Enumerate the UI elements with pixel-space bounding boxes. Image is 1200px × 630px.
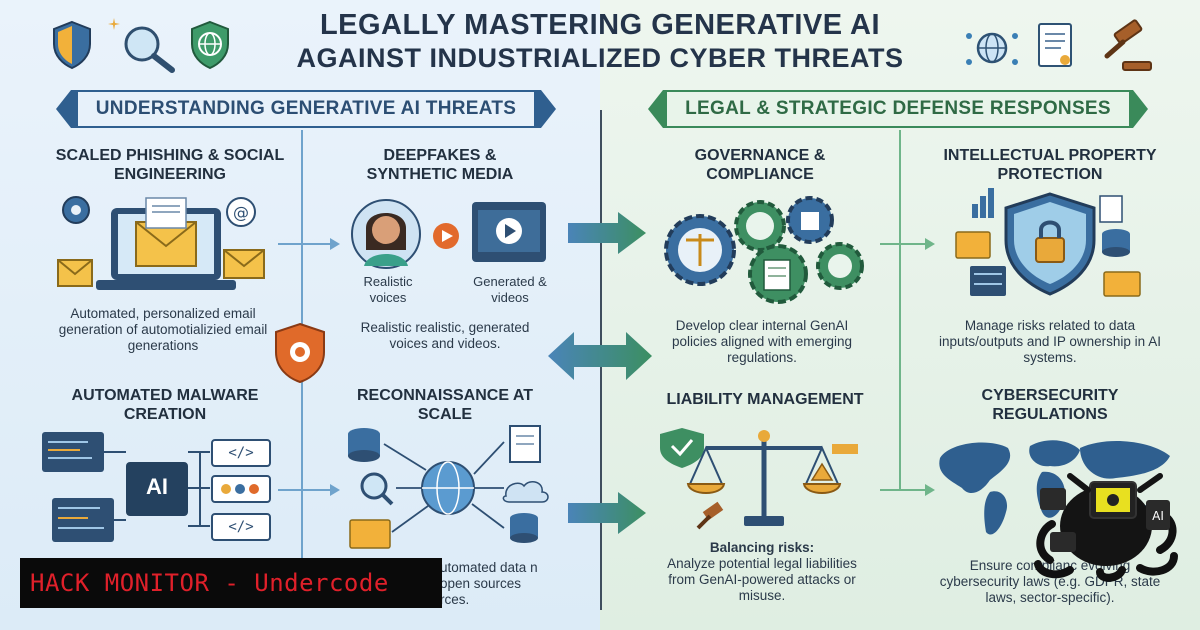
- left-section-banner: UNDERSTANDING GENERATIVE AI THREATS: [56, 90, 556, 128]
- recon-title: RECONNAISSANCE AT SCALE: [356, 387, 533, 423]
- phishing-title: SCALED PHISHING & SOCIAL ENGINEERING: [55, 147, 285, 183]
- malware-title: AUTOMATED MALWARE CREATION: [71, 387, 259, 423]
- ip-lock-shield-icon: [955, 188, 1141, 297]
- governance-title: GOVERNANCE & COMPLIANCE: [694, 147, 826, 183]
- governance-description: Develop clear internal GenAI policies al…: [671, 318, 853, 365]
- hacker-mascot-icon: AI: [1034, 473, 1178, 582]
- recon-description: utomated data n open sources rces.: [440, 560, 538, 607]
- code-tag-1: </>: [228, 445, 254, 461]
- globe-shield-icon: [191, 20, 229, 70]
- title-line-1: LEGALLY MASTERING GENERATIVE AI: [319, 9, 881, 41]
- sparkle-icon: [108, 18, 120, 30]
- magnifier-icon: [124, 26, 175, 73]
- document-icon: [1038, 23, 1072, 67]
- governance-gears-icon: [664, 196, 864, 304]
- svg-text:AI: AI: [1152, 509, 1164, 523]
- title-line-2: AGAINST INDUSTRIALIZED CYBER THREATS: [296, 43, 904, 73]
- network-globe-icon: [966, 32, 1018, 65]
- liability-description: Analyze potential legal liabilities from…: [667, 556, 857, 603]
- cyber-title: CYBERSECURITY REGULATIONS: [981, 387, 1119, 423]
- video-player-icon: [472, 202, 546, 262]
- phishing-description: Automated, personalized email generation…: [58, 306, 268, 353]
- virus-shield-icon: [275, 322, 325, 384]
- deepfake-label-videos: Generated & videos: [473, 274, 547, 305]
- arrow-right-top: [568, 212, 646, 254]
- arrow-right-bottom: [568, 492, 646, 534]
- arrow-bidirectional: [548, 332, 652, 380]
- malware-flow-diagram: [42, 432, 271, 542]
- hack-monitor-watermark: HACK MONITOR - Undercode: [20, 558, 442, 608]
- deepfake-avatar-icon: [351, 199, 421, 269]
- svg-text:@: @: [233, 203, 249, 222]
- phishing-laptop-icon: @: [57, 196, 265, 290]
- gavel-icon: [1104, 19, 1152, 71]
- right-connector-lines: [880, 130, 935, 496]
- recon-network-diagram: [348, 425, 549, 549]
- shield-icon: [53, 20, 91, 70]
- ip-description: Manage risks related to data inputs/outp…: [939, 318, 1161, 365]
- liability-description-heading: Balancing risks:: [709, 540, 815, 555]
- right-section-banner: LEGAL & STRATEGIC DEFENSE RESPONSES: [648, 90, 1148, 128]
- deepfake-label-voices: Realistic voices: [363, 274, 413, 305]
- liability-title: LIABILITY MANAGEMENT: [666, 391, 864, 408]
- ip-title: INTELLECTUAL PROPERTY PROTECTION: [943, 147, 1157, 183]
- play-button-icon: [433, 223, 459, 249]
- page-title: LEGALLY MASTERING GENERATIVE AI AGAINST …: [240, 8, 960, 74]
- malware-ai-label: AI: [146, 474, 168, 499]
- deepfakes-description: Realistic realistic, generated voices an…: [360, 320, 530, 351]
- deepfakes-title: DEEPFAKES & SYNTHETIC MEDIA: [366, 147, 514, 183]
- liability-scale-icon: [660, 428, 858, 530]
- code-tag-2: </>: [228, 519, 254, 535]
